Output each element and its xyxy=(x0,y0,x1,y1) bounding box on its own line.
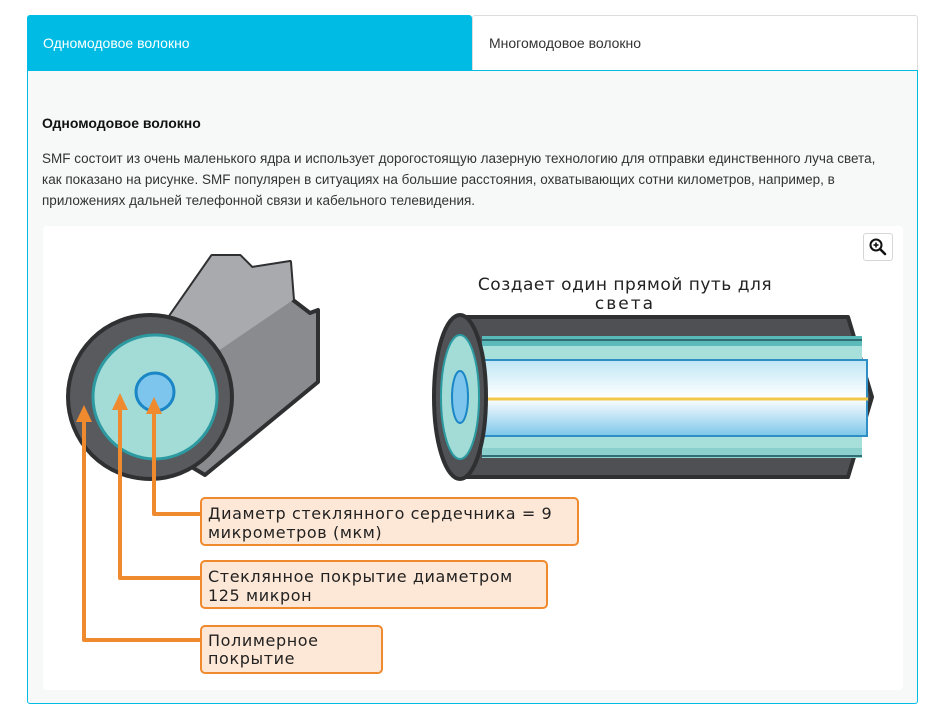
svg-text:микрометров (мкм): микрометров (мкм) xyxy=(208,523,382,542)
tab-bar: Одномодовое волокно Многомодовое волокно xyxy=(27,15,918,70)
svg-text:125 микрон: 125 микрон xyxy=(208,586,312,605)
svg-text:Стеклянное покрытие диаметром: Стеклянное покрытие диаметром xyxy=(208,567,513,586)
tab-single-mode[interactable]: Одномодовое волокно xyxy=(27,15,472,70)
zoom-button[interactable] xyxy=(863,233,893,261)
section-heading: Одномодовое волокно xyxy=(42,115,201,131)
zoom-in-icon xyxy=(869,238,887,256)
section-paragraph: SMF состоит из очень маленького ядра и и… xyxy=(42,151,876,208)
svg-text:покрытие: покрытие xyxy=(208,649,295,668)
fiber-diagram: Создает один прямой путь для света Диаме… xyxy=(66,254,874,674)
cable-end-illustration xyxy=(66,254,320,481)
label-arrows xyxy=(82,408,202,642)
label-coating: Полимерное покрытие xyxy=(200,625,383,674)
svg-text:Диаметр стеклянного сердечника: Диаметр стеклянного сердечника = 9 xyxy=(208,504,552,523)
arrow-heads xyxy=(76,393,162,422)
svg-text:Полимерное: Полимерное xyxy=(208,631,319,650)
cable-side-illustration xyxy=(432,313,874,481)
fiber-figure: Создает один прямой путь для света Диаме… xyxy=(43,226,903,690)
label-core: Диаметр стеклянного сердечника = 9 микро… xyxy=(200,497,579,546)
tab-multi-mode[interactable]: Многомодовое волокно xyxy=(472,15,918,70)
caption-line1: Создает один прямой путь для xyxy=(478,275,772,295)
label-cladding: Стеклянное покрытие диаметром 125 микрон xyxy=(200,560,548,609)
caption-line2: света xyxy=(595,294,655,314)
